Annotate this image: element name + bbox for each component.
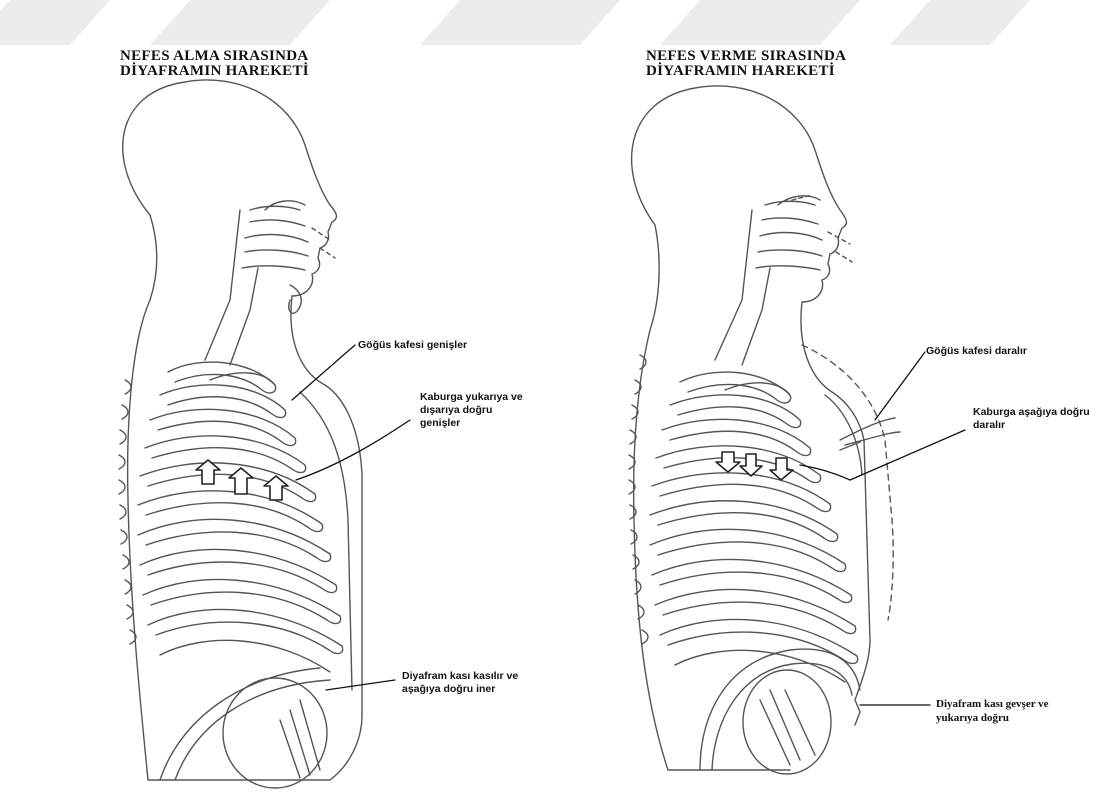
right-rib-label: Kaburga aşağıya doğru daralır	[973, 406, 1090, 432]
left-diaphragm-label: Diyafram kası kasılır ve aşağıya doğru i…	[402, 670, 518, 696]
left-chest-label: Göğüs kafesi genişler	[358, 339, 467, 352]
left-spine	[119, 380, 136, 644]
left-torso-figure	[119, 80, 410, 788]
right-diaphragm	[700, 649, 860, 770]
right-rib-leader	[800, 430, 965, 480]
left-chest-leader	[292, 345, 355, 400]
right-ribcage	[650, 372, 858, 682]
left-rib-line3: genişler	[420, 417, 523, 430]
right-diaphragm-line2: yukarıya doğru	[936, 711, 1049, 725]
left-diaphragm-line1: Diyafram kası kasılır ve	[402, 670, 518, 683]
left-panel-title: NEFES ALMA SIRASINDA DİYAFRAMIN HAREKETİ	[120, 49, 309, 79]
right-rib-line2: daralır	[973, 419, 1090, 432]
watermark-bands	[0, 0, 1030, 45]
left-up-arrows	[196, 460, 288, 500]
right-title-line2: DİYAFRAMIN HAREKETİ	[646, 64, 846, 79]
left-diaphragm-leader	[326, 680, 395, 690]
left-airway	[205, 201, 308, 365]
left-title-line1: NEFES ALMA SIRASINDA	[120, 49, 309, 64]
left-diaphragm	[160, 668, 330, 780]
right-panel-title: NEFES VERME SIRASINDA DİYAFRAMIN HAREKET…	[646, 49, 846, 79]
left-rib-leader	[296, 420, 410, 480]
right-rib-line1: Kaburga aşağıya doğru	[973, 406, 1090, 419]
left-ribcage	[138, 362, 343, 672]
right-diaphragm-line1: Diyafram kası gevşer ve	[936, 697, 1049, 711]
left-title-line2: DİYAFRAMIN HAREKETİ	[120, 64, 309, 79]
left-rib-line1: Kaburga yukarıya ve	[420, 391, 523, 404]
left-diaphragm-circle	[223, 678, 327, 788]
down-arrow-icon	[716, 452, 740, 472]
left-rib-label: Kaburga yukarıya ve dışarıya doğru geniş…	[420, 391, 523, 430]
left-rib-line2: dışarıya doğru	[420, 404, 523, 417]
right-diaphragm-label: Diyafram kası gevşer ve yukarıya doğru	[936, 697, 1049, 725]
right-chest-label: Göğüs kafesi daralır	[926, 345, 1027, 358]
right-torso-figure	[629, 86, 965, 774]
right-down-arrows	[716, 452, 793, 480]
right-title-line1: NEFES VERME SIRASINDA	[646, 49, 846, 64]
right-chest-leader	[875, 352, 925, 420]
right-airway	[715, 196, 822, 365]
up-arrow-icon	[229, 468, 253, 494]
left-diaphragm-line2: aşağıya doğru iner	[402, 683, 518, 696]
